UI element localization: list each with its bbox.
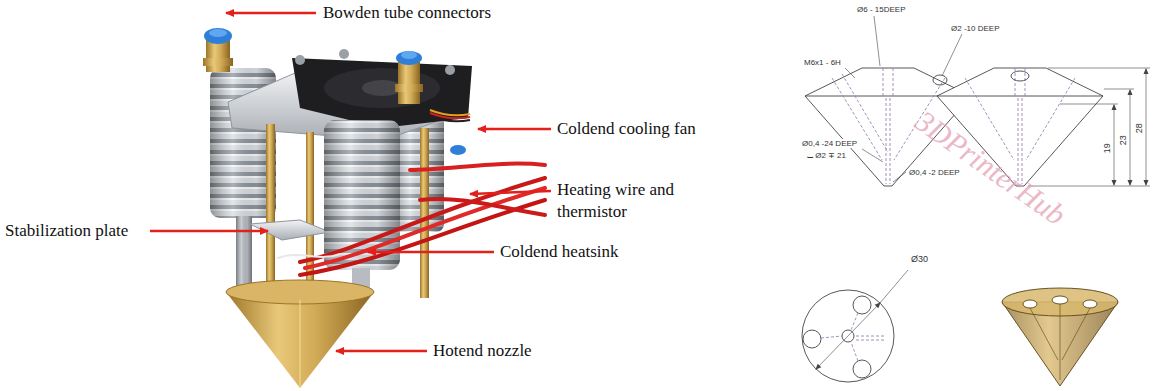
nozzle — [226, 280, 374, 388]
part-label: Coldend cooling fan — [557, 119, 696, 139]
nozzle-render — [1002, 288, 1118, 386]
dimension-text: M6x1 - 6H — [803, 58, 842, 67]
technical-drawing — [802, 16, 1150, 386]
dimension-text: Ø6 - 15DEEP — [856, 5, 906, 14]
part-label: Bowden tube connectors — [323, 3, 491, 23]
front-heatsink — [324, 120, 400, 290]
dimension-text: 19 — [1102, 142, 1112, 154]
dimension-text: 28 — [1134, 122, 1144, 134]
dimension-text: Ø0,4 -24 DEEP — [801, 139, 858, 148]
dimension-text: 23 — [1118, 134, 1128, 146]
dimension-text: Ø2 -10 DEEP — [950, 24, 1000, 33]
dimension-text: Ø0,4 -2 DEEP — [908, 168, 961, 177]
top-view — [802, 270, 908, 382]
hotend-photo — [150, 13, 551, 388]
bowden-connectors — [203, 28, 466, 155]
part-label: Stabilization plate — [5, 221, 128, 241]
part-label: Heating wire and thermistor — [557, 179, 707, 223]
dimension-text: ⌴ Ø2 ∓ 21 — [806, 151, 847, 160]
dimension-text: Ø30 — [910, 254, 929, 264]
callout-arrows — [150, 13, 551, 351]
part-label: Coldend heatsink — [500, 242, 619, 262]
part-label: Hotend nozzle — [433, 341, 532, 361]
